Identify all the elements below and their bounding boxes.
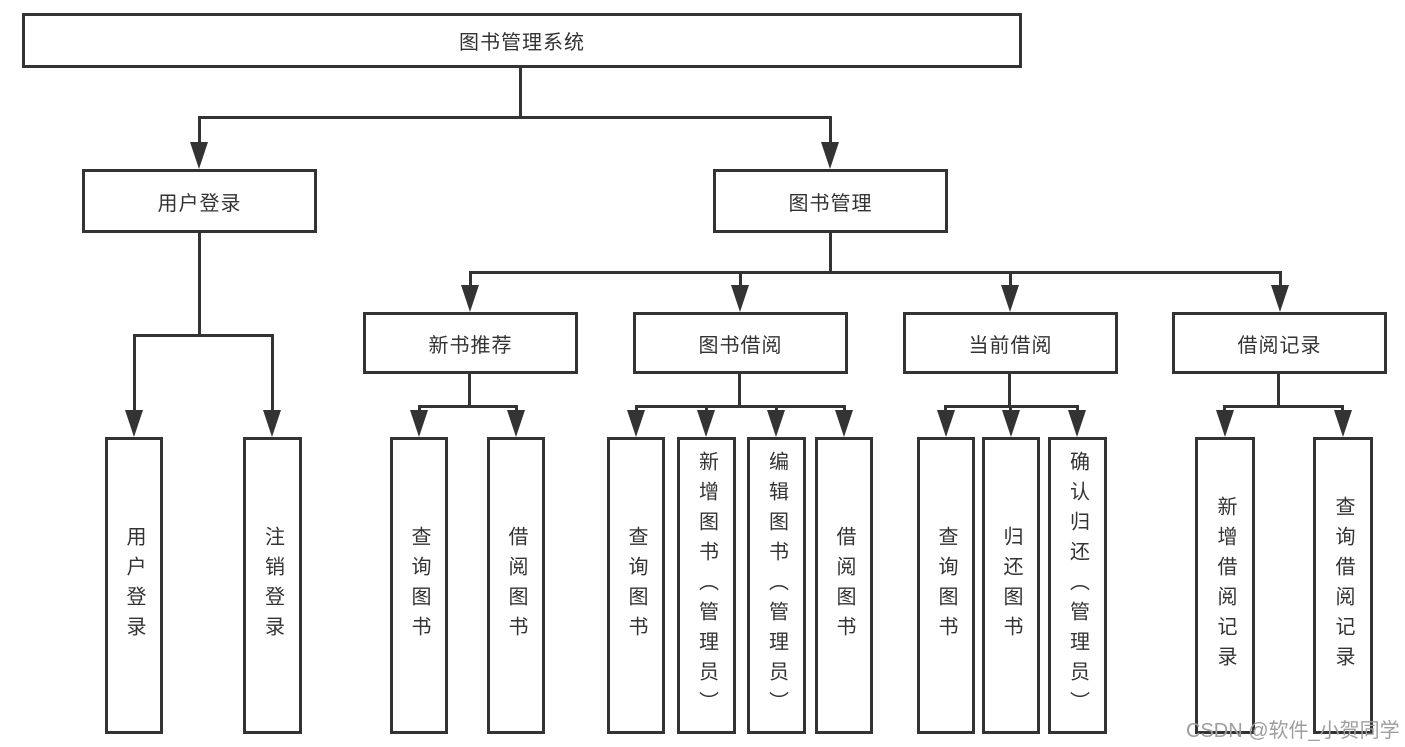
node-label: 借阅记录 bbox=[1237, 334, 1322, 357]
connector-line bbox=[1008, 372, 1011, 407]
leaf-newbook-query-book: 查询图书 bbox=[390, 437, 448, 734]
arrow-down-icon bbox=[507, 410, 525, 437]
leaf-record-query-borrow-record: 查询借阅记录 bbox=[1313, 437, 1373, 734]
connector-line bbox=[843, 405, 846, 413]
arrow-down-icon bbox=[1271, 285, 1289, 312]
connector-line bbox=[1223, 405, 1226, 413]
connector-line bbox=[1009, 271, 1012, 288]
leaf-record-add-borrow-record: 新增借阅记录 bbox=[1195, 437, 1255, 734]
connector-line bbox=[829, 231, 832, 273]
arrow-down-icon bbox=[835, 410, 853, 437]
arrow-down-icon bbox=[461, 285, 479, 312]
arrow-down-icon bbox=[125, 410, 143, 437]
node-label: 借阅图书 bbox=[833, 525, 855, 646]
connector-line bbox=[519, 67, 522, 118]
connector-line bbox=[515, 405, 518, 413]
leaf-borrow-borrow-book: 借阅图书 bbox=[815, 437, 873, 734]
arrow-down-icon bbox=[263, 410, 281, 437]
node-label: 新增借阅记录 bbox=[1214, 495, 1236, 676]
leaf-current-confirm-return-admin: 确认归还（管理员） bbox=[1048, 437, 1107, 734]
connector-line bbox=[198, 231, 201, 336]
arrow-down-icon bbox=[190, 142, 208, 169]
node-label: 查询借阅记录 bbox=[1332, 495, 1354, 676]
node-label: 查询图书 bbox=[408, 525, 430, 646]
connector-line bbox=[468, 372, 471, 407]
node-label: 图书管理 bbox=[788, 192, 873, 215]
node-label: 确认归还（管理员） bbox=[1066, 450, 1089, 721]
leaf-borrow-add-book-admin: 新增图书（管理员） bbox=[677, 437, 736, 734]
node-label: 图书借阅 bbox=[698, 334, 783, 357]
node-borrow-record: 借阅记录 bbox=[1172, 312, 1387, 374]
node-user-login: 用户登录 bbox=[82, 169, 317, 233]
leaf-logout: 注销登录 bbox=[243, 437, 302, 734]
arrow-down-icon bbox=[1002, 410, 1020, 437]
connector-line bbox=[469, 271, 472, 288]
connector-line bbox=[635, 405, 845, 408]
connector-line bbox=[418, 405, 421, 413]
connector-line bbox=[635, 405, 638, 413]
node-label: 编辑图书（管理员） bbox=[765, 450, 788, 721]
node-label: 图书管理系统 bbox=[459, 32, 585, 54]
connector-line bbox=[418, 405, 518, 408]
connector-line bbox=[198, 116, 832, 119]
node-new-book-recommend: 新书推荐 bbox=[363, 312, 578, 374]
node-root: 图书管理系统 bbox=[22, 13, 1022, 68]
node-label: 当前借阅 bbox=[968, 334, 1053, 357]
arrow-down-icon bbox=[697, 410, 715, 437]
arrow-down-icon bbox=[1334, 410, 1352, 437]
connector-line bbox=[1279, 271, 1282, 288]
node-label: 归还图书 bbox=[1000, 525, 1022, 646]
node-label: 借阅图书 bbox=[505, 525, 527, 646]
leaf-user-login: 用户登录 bbox=[105, 437, 163, 734]
leaf-borrow-edit-book-admin: 编辑图书（管理员） bbox=[747, 437, 806, 734]
node-label: 新书推荐 bbox=[428, 334, 513, 357]
connector-line bbox=[133, 334, 136, 414]
connector-line bbox=[705, 405, 708, 413]
connector-line bbox=[469, 271, 1282, 274]
node-label: 注销登录 bbox=[261, 525, 284, 646]
node-book-borrow: 图书借阅 bbox=[633, 312, 848, 374]
node-label: 用户登录 bbox=[157, 192, 242, 215]
node-label: 新增图书（管理员） bbox=[695, 450, 718, 721]
arrow-down-icon bbox=[627, 410, 645, 437]
leaf-borrow-query-book: 查询图书 bbox=[607, 437, 665, 734]
connector-line bbox=[739, 271, 742, 288]
node-label: 查询图书 bbox=[625, 525, 647, 646]
connector-line bbox=[198, 116, 201, 146]
node-label: 查询图书 bbox=[935, 525, 957, 646]
connector-line bbox=[1341, 405, 1344, 413]
connector-line bbox=[133, 334, 274, 337]
node-current-borrow: 当前借阅 bbox=[903, 312, 1118, 374]
arrow-down-icon bbox=[767, 410, 785, 437]
arrow-down-icon bbox=[1216, 410, 1234, 437]
arrow-down-icon bbox=[1001, 285, 1019, 312]
connector-line bbox=[1076, 405, 1079, 413]
connector-line bbox=[271, 334, 274, 414]
connector-line bbox=[1009, 405, 1012, 413]
watermark: CSDN @软件_小贺同学 bbox=[1186, 720, 1400, 742]
connector-line bbox=[944, 405, 947, 413]
leaf-current-return-book: 归还图书 bbox=[982, 437, 1040, 734]
arrow-down-icon bbox=[1068, 410, 1086, 437]
arrow-down-icon bbox=[937, 410, 955, 437]
connector-line bbox=[1223, 405, 1344, 408]
connector-line bbox=[829, 116, 832, 146]
connector-line bbox=[1277, 372, 1280, 407]
connector-line bbox=[775, 405, 778, 413]
node-label: 用户登录 bbox=[123, 525, 145, 646]
leaf-newbook-borrow-book: 借阅图书 bbox=[487, 437, 545, 734]
arrow-down-icon bbox=[410, 410, 428, 437]
connector-line bbox=[738, 372, 741, 407]
arrow-down-icon bbox=[731, 285, 749, 312]
arrow-down-icon bbox=[821, 142, 839, 169]
node-book-management: 图书管理 bbox=[713, 169, 948, 233]
leaf-current-query-book: 查询图书 bbox=[917, 437, 975, 734]
